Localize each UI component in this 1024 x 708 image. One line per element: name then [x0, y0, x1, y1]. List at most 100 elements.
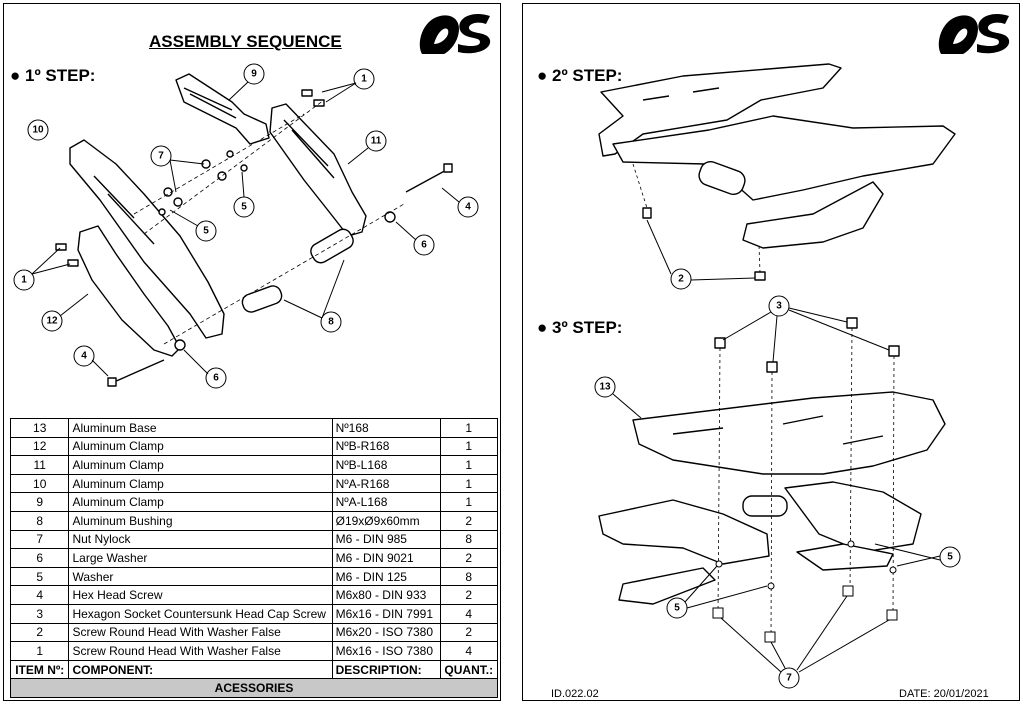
component-description: Nº168 — [331, 418, 441, 438]
item-number: 5 — [9, 566, 70, 587]
component-name: Washer — [68, 566, 333, 587]
item-number: 2 — [9, 622, 70, 643]
component-quantity: 4 — [439, 603, 498, 624]
callout-3: 3 — [776, 301, 782, 312]
step-1-exploded-drawing: 9 1 10 11 7 5 5 4 6 1 8 12 4 6 — [13, 63, 479, 389]
component-description: M6x16 - DIN 7991 — [331, 603, 441, 624]
table-header-row: ITEM Nº:COMPONENT:DESCRIPTION:QUANT.: — [9, 659, 498, 680]
component-name: Aluminum Clamp — [68, 436, 333, 457]
callout-11: 11 — [371, 136, 382, 147]
step-1-label: ● 1º STEP: — [10, 66, 96, 85]
component-quantity: 1 — [439, 418, 498, 438]
component-description: M6x16 - ISO 7380 — [331, 641, 441, 661]
callout-5b: 5 — [203, 226, 209, 237]
component-quantity: 1 — [439, 436, 498, 457]
component-quantity: 1 — [439, 455, 498, 475]
callouts — [13, 63, 479, 389]
callout-10: 10 — [32, 125, 44, 136]
callout-5c: 5 — [947, 552, 953, 563]
callout-6: 6 — [421, 240, 427, 251]
clamp-10 — [69, 139, 225, 339]
component-description: M6 - DIN 125 — [331, 566, 441, 587]
component-quantity: 1 — [439, 473, 498, 494]
component-quantity: 2 — [439, 585, 498, 605]
component-description: NºB-R168 — [331, 436, 441, 457]
component-name: Screw Round Head With Washer False — [68, 622, 333, 643]
item-number: 12 — [9, 436, 70, 457]
component-quantity: 8 — [439, 566, 498, 587]
component-quantity: 4 — [439, 641, 498, 661]
aluminum-base-13 — [632, 391, 946, 475]
header-qty: QUANT.: — [439, 659, 498, 680]
step-2-3-exploded-drawing: 2 3 13 5 5 7 — [594, 63, 961, 689]
item-number: 1 — [9, 641, 70, 661]
callout-6b: 6 — [213, 373, 219, 384]
callout-4b: 4 — [81, 351, 87, 362]
callout-9: 9 — [251, 69, 257, 80]
component-description: NºB-L168 — [331, 455, 441, 475]
callout-8: 8 — [328, 317, 334, 328]
component-name: Aluminum Clamp — [68, 455, 333, 475]
item-number: 9 — [9, 492, 70, 512]
component-quantity: 2 — [439, 548, 498, 568]
item-number: 4 — [9, 585, 70, 605]
item-number: 10 — [9, 473, 70, 494]
item-number: 13 — [9, 418, 70, 438]
component-name: Aluminum Clamp — [68, 473, 333, 494]
callout-13: 13 — [599, 382, 611, 393]
component-description: Ø19xØ9x60mm — [331, 510, 441, 531]
callout-5d: 5 — [674, 603, 680, 614]
header-item: ITEM Nº: — [9, 659, 70, 680]
bushing-8a — [310, 228, 354, 264]
clamp-9 — [175, 73, 270, 145]
component-name: Nut Nylock — [68, 529, 333, 550]
component-quantity: 8 — [439, 529, 498, 550]
component-description: M6x20 - ISO 7380 — [331, 622, 441, 643]
component-description: M6x80 - DIN 933 — [331, 585, 441, 605]
callout-5: 5 — [241, 202, 247, 213]
component-quantity: 2 — [439, 622, 498, 643]
item-number: 7 — [9, 529, 70, 550]
callout-7b: 7 — [786, 673, 792, 684]
component-name: Screw Round Head With Washer False — [68, 641, 333, 661]
as-logo — [938, 13, 1010, 55]
page-title: ASSEMBLY SEQUENCE — [149, 32, 342, 51]
bushing-8b — [241, 285, 283, 313]
callout-4: 4 — [465, 202, 471, 213]
header-description: DESCRIPTION: — [331, 659, 441, 680]
right-page: ● 2º STEP: ● 3º STEP: — [522, 3, 1020, 701]
component-name: Aluminum Clamp — [68, 492, 333, 512]
component-name: Aluminum Base — [68, 418, 333, 438]
component-name: Hexagon Socket Countersunk Head Cap Scre… — [68, 603, 333, 624]
document-date: DATE: 20/01/2021 — [899, 688, 989, 700]
callout-12: 12 — [46, 316, 58, 327]
header-component: COMPONENT: — [68, 659, 333, 680]
accessories-label: ACESSORIES — [10, 678, 498, 698]
table-footer-row: ACESSORIES — [10, 678, 498, 698]
item-number: 3 — [9, 603, 70, 624]
callout-1: 1 — [361, 74, 367, 85]
component-description: NºA-L168 — [331, 492, 441, 512]
clamp-11 — [269, 103, 367, 237]
item-number: 8 — [9, 510, 70, 531]
callout-7: 7 — [158, 151, 164, 162]
component-description: M6 - DIN 985 — [331, 529, 441, 550]
component-description: NºA-R168 — [331, 473, 441, 494]
callout-2: 2 — [678, 274, 684, 285]
component-name: Hex Head Screw — [68, 585, 333, 605]
step-3-label: ● 3º STEP: — [537, 318, 623, 337]
item-number: 6 — [9, 548, 70, 568]
